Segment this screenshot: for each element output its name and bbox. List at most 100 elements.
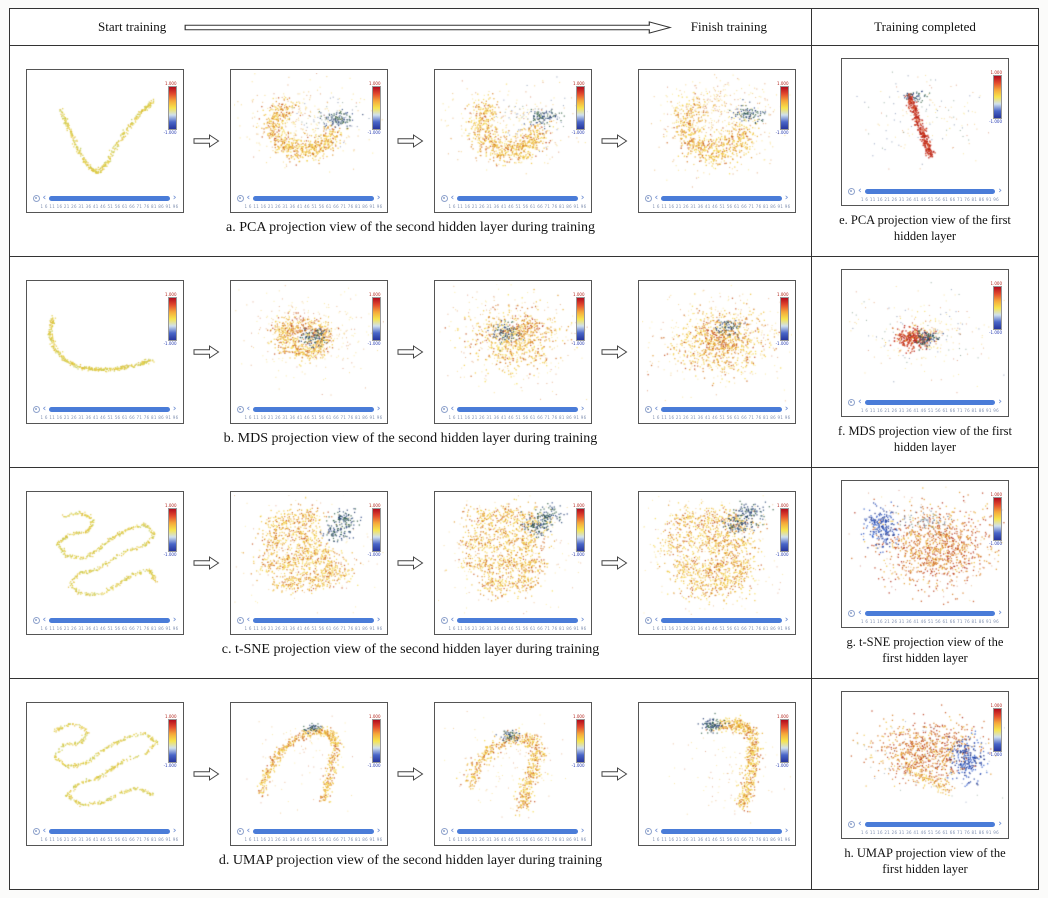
step-back-icon[interactable]: ‹ [858,607,862,618]
colorbar: 1.000-1.000 [164,503,177,557]
play-icon[interactable] [236,616,244,624]
step-back-icon[interactable]: ‹ [858,818,862,829]
play-icon[interactable] [440,827,448,835]
step-back-icon[interactable]: ‹ [858,185,862,196]
timeline-slider: ‹› [30,404,180,415]
slider-track[interactable] [457,617,578,623]
play-icon[interactable] [32,827,40,835]
slider-track[interactable] [49,195,170,201]
step-forward-icon[interactable]: › [998,396,1002,407]
slider-track[interactable] [253,617,374,623]
play-icon[interactable] [440,405,448,413]
slider-track[interactable] [49,828,170,834]
play-icon[interactable] [848,609,855,617]
timeline-slider: ‹› [30,193,180,204]
play-icon[interactable] [848,820,855,828]
play-icon[interactable] [644,405,652,413]
step-back-icon[interactable]: ‹ [42,192,47,203]
step-back-icon[interactable]: ‹ [654,403,659,414]
step-forward-icon[interactable]: › [580,192,585,203]
step-forward-icon[interactable]: › [998,818,1002,829]
slider-track[interactable] [49,617,170,623]
step-back-icon[interactable]: ‹ [246,614,251,625]
figure-row-mds: ‹›1 6 11 16 21 26 31 36 41 46 51 56 61 6… [10,256,1038,467]
slider-track[interactable] [49,406,170,412]
step-back-icon[interactable]: ‹ [246,192,251,203]
scatter-panel-pca-1: ‹›1 6 11 16 21 26 31 36 41 46 51 56 61 6… [25,68,184,213]
slider-track[interactable] [661,617,782,623]
step-back-icon[interactable]: ‹ [654,192,659,203]
step-forward-icon[interactable]: › [998,607,1002,618]
step-back-icon[interactable]: ‹ [450,825,455,836]
step-forward-icon[interactable]: › [172,192,177,203]
step-back-icon[interactable]: ‹ [654,825,659,836]
slider-track[interactable] [253,828,374,834]
step-forward-icon[interactable]: › [580,825,585,836]
step-back-icon[interactable]: ‹ [246,825,251,836]
timeline-tick-labels: 1 6 11 16 21 26 31 36 41 46 51 56 61 66 … [40,836,179,842]
play-icon[interactable] [440,616,448,624]
caption-mds: b. MDS projection view of the second hid… [223,430,598,446]
step-forward-icon[interactable]: › [376,825,381,836]
step-back-icon[interactable]: ‹ [450,614,455,625]
step-forward-icon[interactable]: › [784,192,789,203]
timeline-tick-labels: 1 6 11 16 21 26 31 36 41 46 51 56 61 66 … [448,203,587,209]
slider-track[interactable] [457,195,578,201]
slider-track[interactable] [457,406,578,412]
step-forward-icon[interactable]: › [172,614,177,625]
play-icon[interactable] [236,827,244,835]
slider-track[interactable] [253,195,374,201]
step-back-icon[interactable]: ‹ [42,614,47,625]
step-back-icon[interactable]: ‹ [42,403,47,414]
step-forward-icon[interactable]: › [998,185,1002,196]
play-icon[interactable] [32,616,40,624]
slider-track[interactable] [864,821,996,827]
step-back-icon[interactable]: ‹ [654,614,659,625]
step-back-icon[interactable]: ‹ [450,403,455,414]
play-icon[interactable] [848,187,855,195]
colorbar-min-label: -1.000 [163,129,177,135]
scatter-panel-tsne-4: ‹›1 6 11 16 21 26 31 36 41 46 51 56 61 6… [637,490,796,635]
step-forward-icon[interactable]: › [376,614,381,625]
play-icon[interactable] [32,194,40,202]
slider-track[interactable] [864,399,996,405]
slider-track[interactable] [661,828,782,834]
step-forward-icon[interactable]: › [580,614,585,625]
play-icon[interactable] [644,827,652,835]
step-back-icon[interactable]: ‹ [42,825,47,836]
play-icon[interactable] [440,194,448,202]
step-forward-icon[interactable]: › [784,403,789,414]
play-icon[interactable] [32,405,40,413]
play-icon[interactable] [236,405,244,413]
colorbar: 1.000-1.000 [368,714,381,768]
slider-track[interactable] [457,828,578,834]
slider-track[interactable] [864,188,996,194]
next-stage-arrow-icon [601,555,628,570]
row-umap-right: ‹›1 6 11 16 21 26 31 36 41 46 51 56 61 6… [811,679,1038,889]
slider-track[interactable] [661,195,782,201]
step-forward-icon[interactable]: › [784,825,789,836]
play-icon[interactable] [644,616,652,624]
row-tsne-panel-strip: ‹›1 6 11 16 21 26 31 36 41 46 51 56 61 6… [10,490,811,635]
step-forward-icon[interactable]: › [172,403,177,414]
colorbar-max-label: 1.000 [990,702,1002,708]
step-forward-icon[interactable]: › [580,403,585,414]
step-back-icon[interactable]: ‹ [450,192,455,203]
step-forward-icon[interactable]: › [376,403,381,414]
step-forward-icon[interactable]: › [172,825,177,836]
colorbar-min-label: -1.000 [163,340,177,346]
step-back-icon[interactable]: ‹ [246,403,251,414]
slider-track[interactable] [253,406,374,412]
row-pca-left: ‹›1 6 11 16 21 26 31 36 41 46 51 56 61 6… [10,46,811,256]
slider-track[interactable] [864,610,996,616]
scatter-panel-mds-first-layer: ‹›1 6 11 16 21 26 31 36 41 46 51 56 61 6… [841,268,1009,417]
play-icon[interactable] [236,194,244,202]
step-back-icon[interactable]: ‹ [858,396,862,407]
colorbar: 1.000-1.000 [776,714,789,768]
slider-track[interactable] [661,406,782,412]
step-forward-icon[interactable]: › [376,192,381,203]
play-icon[interactable] [644,194,652,202]
header-left: Start training Finish training [10,9,811,45]
step-forward-icon[interactable]: › [784,614,789,625]
play-icon[interactable] [848,398,855,406]
